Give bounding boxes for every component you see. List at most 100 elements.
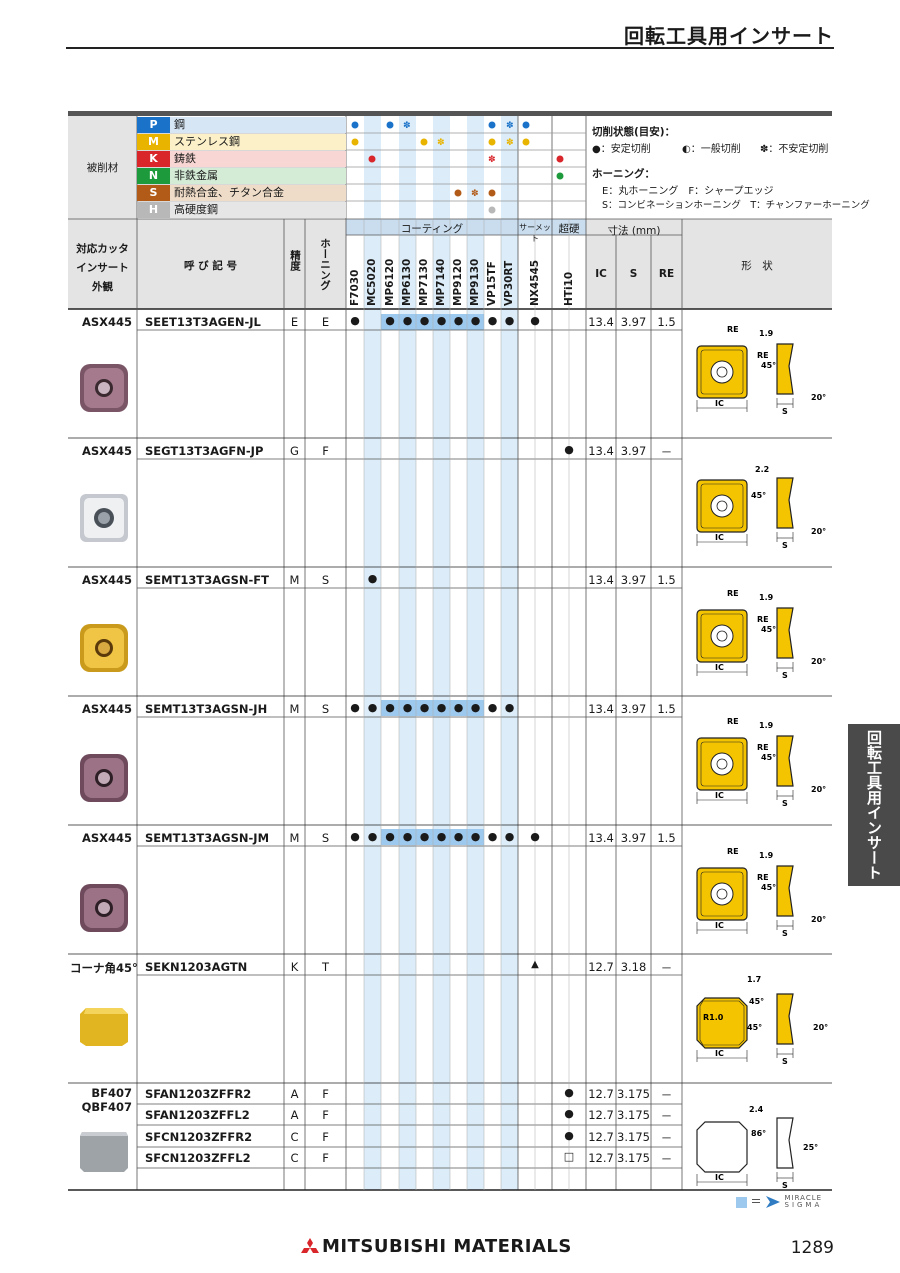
shape-header: 形 状 xyxy=(741,260,773,272)
svg-text:IC: IC xyxy=(715,921,724,930)
insert-photo-2 xyxy=(80,494,128,542)
insert-photo-5 xyxy=(80,884,128,932)
grade-availability-mark: ● xyxy=(504,314,515,327)
dim-re: 1.5 xyxy=(657,315,676,329)
svg-text:✽: ✽ xyxy=(403,121,411,131)
insert-designation: SEMT13T3AGSN-FT xyxy=(145,573,269,587)
grade-availability-mark: □ xyxy=(563,1150,575,1163)
diagram-label-re: RE xyxy=(727,325,739,334)
grade-header: MC5020 xyxy=(366,258,378,306)
honing-type: S xyxy=(321,831,330,845)
dim-header-ic: IC xyxy=(595,268,607,280)
honing-type: F xyxy=(322,1151,329,1165)
miracle-sigma-legend: ＝ MIRACLE SIGMA xyxy=(736,1193,822,1209)
diagram-label-dim: 1.9 xyxy=(759,329,774,338)
material-name: 耐熱合金、チタン合金 xyxy=(174,186,284,199)
grade-availability-mark: ● xyxy=(564,1129,574,1142)
diagram-label-re: RE xyxy=(757,351,769,360)
dims-group-header: 寸法 (mm) xyxy=(607,225,661,237)
dim-s: 3.97 xyxy=(620,831,647,845)
diagram-label-angle: 45° xyxy=(747,1023,762,1032)
grade-availability-mark: ● xyxy=(470,830,481,843)
diagram-label-dim: 1.9 xyxy=(759,851,774,860)
col-designation-header: 呼 び 記 号 xyxy=(184,260,237,272)
diagram-label-angle: 20° xyxy=(811,915,826,924)
material-name: 鋼 xyxy=(174,118,185,131)
dim-re: － xyxy=(660,1088,673,1102)
diagram-label-angle: 45° xyxy=(761,361,776,370)
grade-availability-mark: ● xyxy=(385,830,395,843)
accuracy-class: C xyxy=(290,1130,299,1144)
legend-honing-line2: S：コンビネーションホーニング T：チャンファーホーニング xyxy=(602,200,870,211)
dim-ic: 12.7 xyxy=(588,1108,614,1122)
grade-availability-mark: ● xyxy=(530,314,540,327)
cutter-name: ASX445 xyxy=(81,573,132,587)
grade-availability-mark: ● xyxy=(419,830,430,843)
svg-text:S: S xyxy=(782,1181,788,1190)
diagram-label-angle: 20° xyxy=(811,657,826,666)
mitsubishi-logo-icon xyxy=(301,1238,319,1253)
diagram-label-dim: 2.2 xyxy=(755,465,769,474)
diagram-label-angle: 20° xyxy=(811,785,826,794)
diagram-label-dim: 1.9 xyxy=(759,721,774,730)
footer-brand: MITSUBISHI MATERIALS xyxy=(322,1236,572,1257)
diagram-label-angle: 45° xyxy=(749,997,764,1006)
insert-designation: SFAN1203ZFFL2 xyxy=(145,1108,250,1122)
legend-honing-title: ホーニング： xyxy=(592,168,655,180)
cermet-group-header: サーメット xyxy=(519,223,551,243)
grade-availability-mark: ● xyxy=(504,701,515,714)
svg-text:IC: IC xyxy=(715,791,724,800)
grade-availability-mark: ● xyxy=(453,314,464,327)
cutter-name: ASX445 xyxy=(81,444,132,458)
svg-text:IC: IC xyxy=(715,1049,724,1058)
grade-header: F7030 xyxy=(348,269,361,306)
col-cutter-header: 対応カッタインサート外観 xyxy=(76,243,129,293)
dim-re: － xyxy=(660,1131,673,1145)
diagram-label-angle: 45° xyxy=(761,625,776,634)
side-section-tab[interactable]: 回転工具用インサート xyxy=(848,724,900,886)
dim-re: － xyxy=(660,445,673,459)
dim-ic: 12.7 xyxy=(588,1087,614,1101)
accuracy-class: E xyxy=(290,315,299,329)
legend-cutting-unstable: ✽：不安定切削 xyxy=(760,144,829,155)
diagram-label-angle: 20° xyxy=(811,527,826,536)
diagram-label-angle: 25° xyxy=(803,1143,818,1152)
dim-s: 3.97 xyxy=(620,315,647,329)
dim-s: 3.175 xyxy=(617,1087,650,1101)
legend-honing-line1: E：丸ホーニング F：シャープエッジ xyxy=(602,186,774,197)
material-code: P xyxy=(137,117,170,133)
material-code: M xyxy=(137,134,170,150)
diagram-label-re: RE xyxy=(757,873,769,882)
diagram-label-angle: 45° xyxy=(761,883,776,892)
accuracy-class: C xyxy=(290,1151,299,1165)
grade-availability-mark: ● xyxy=(453,701,464,714)
insert-designation: SFCN1203ZFFL2 xyxy=(145,1151,251,1165)
svg-text:✽: ✽ xyxy=(437,138,445,148)
honing-type: S xyxy=(321,573,330,587)
diagram-label-re: RE xyxy=(727,847,739,856)
grade-availability-mark: ● xyxy=(419,701,430,714)
dim-s: 3.175 xyxy=(617,1130,650,1144)
insert-photo-6 xyxy=(80,1008,128,1046)
col-honing-header: ホーニング xyxy=(319,238,331,291)
cutter-name: ASX445 xyxy=(81,315,132,329)
grade-availability-mark: ● xyxy=(436,314,447,327)
grade-availability-mark: ▲ xyxy=(531,959,539,970)
dim-ic: 12.7 xyxy=(588,960,614,974)
carbide-group-header: 超硬 xyxy=(558,223,580,235)
grade-availability-mark: ● xyxy=(487,314,498,327)
insert-designation: SEGT13T3AGFN-JP xyxy=(145,444,264,458)
cutter-name: ASX445 xyxy=(81,831,132,845)
grade-availability-mark: ● xyxy=(350,314,360,327)
svg-text:✽: ✽ xyxy=(488,155,496,165)
miracle-swatch xyxy=(736,1196,747,1208)
diagram-label-re: RE xyxy=(727,717,739,726)
insert-photo-7 xyxy=(80,1132,128,1172)
table-top-bar xyxy=(68,111,832,116)
material-code: N xyxy=(137,168,170,184)
